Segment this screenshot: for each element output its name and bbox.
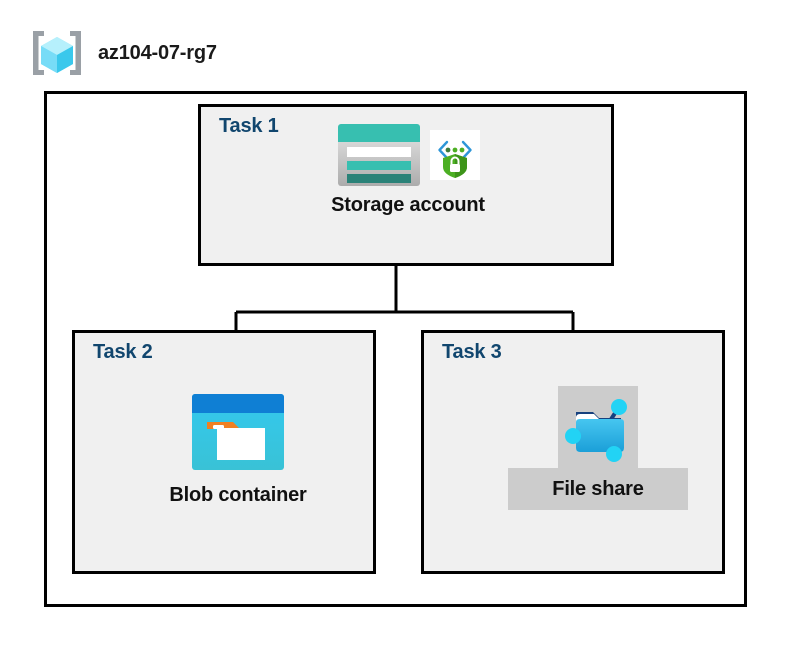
node-file-share[interactable]: File share bbox=[508, 386, 688, 510]
file-share-icon bbox=[560, 388, 636, 466]
task-1-label: Task 1 bbox=[219, 115, 279, 137]
resource-group-icon bbox=[30, 28, 84, 78]
node-blob-container[interactable]: Blob container bbox=[150, 392, 326, 507]
file-share-caption: File share bbox=[552, 477, 644, 500]
task-3-label: Task 3 bbox=[442, 341, 502, 363]
storage-account-icon-row bbox=[336, 122, 480, 188]
node-storage-account[interactable]: Storage account bbox=[288, 122, 528, 217]
blob-container-icon bbox=[190, 392, 286, 484]
blob-container-caption: Blob container bbox=[169, 484, 307, 506]
resource-group-title: az104-07-rg7 bbox=[98, 41, 217, 64]
task-2-label: Task 2 bbox=[93, 341, 153, 363]
storage-account-caption: Storage account bbox=[331, 194, 485, 216]
secure-transfer-icon bbox=[430, 130, 480, 180]
resource-group-header: az104-07-rg7 bbox=[30, 28, 217, 78]
storage-account-icon bbox=[336, 122, 422, 188]
file-share-caption-highlight: File share bbox=[508, 468, 688, 510]
file-share-icon-highlight bbox=[558, 386, 638, 468]
